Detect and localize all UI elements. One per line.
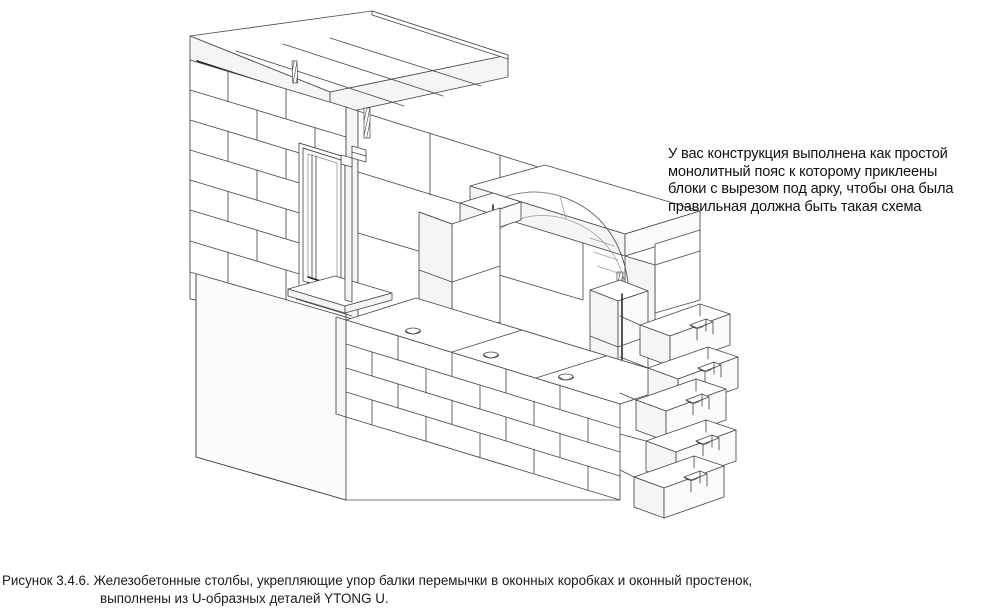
window-head-bracket bbox=[351, 145, 367, 163]
caption-line-2: выполнены из U-образных деталей YTONG U. bbox=[100, 590, 389, 606]
u-block bbox=[633, 455, 725, 519]
u-block-stack bbox=[619, 303, 739, 519]
window-assembly bbox=[287, 142, 393, 317]
u-block bbox=[635, 378, 727, 442]
wall-bottom-edge bbox=[189, 298, 621, 501]
slab-panel-joints bbox=[235, 37, 482, 107]
grip-handle-pocket bbox=[405, 327, 574, 381]
annotation-note: У вас конструкция выполнена как простой … bbox=[668, 146, 954, 215]
roof-slab bbox=[189, 10, 509, 117]
u-block-stack-backing bbox=[619, 315, 649, 478]
caption-line-1: Рисунок 3.4.6. Железобетонные столбы, ук… bbox=[2, 573, 753, 588]
figure-caption: Рисунок 3.4.6. Железобетонные столбы, ук… bbox=[0, 572, 1000, 607]
u-block bbox=[639, 303, 731, 367]
